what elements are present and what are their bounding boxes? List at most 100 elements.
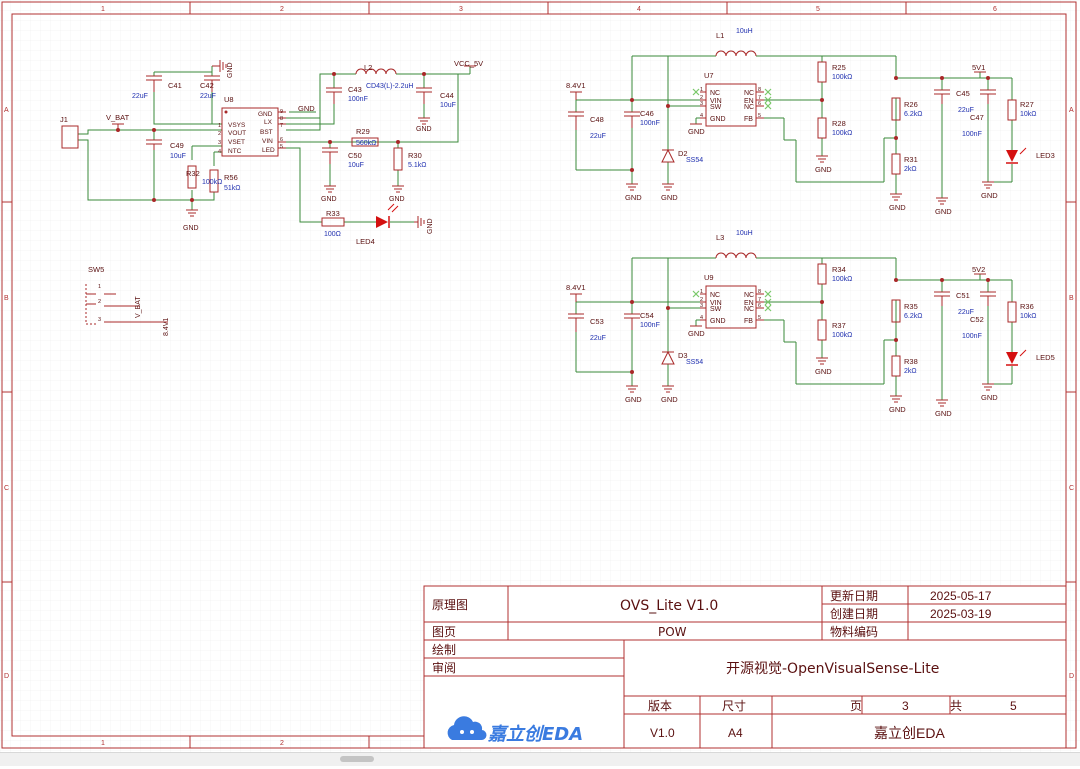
gnd-label: GND xyxy=(935,207,952,216)
pin-name: EN xyxy=(744,98,754,105)
pin-name: VSET xyxy=(228,139,245,146)
ref-rb: R28 xyxy=(832,119,846,128)
resistor[interactable] xyxy=(891,153,901,175)
ic-u8[interactable] xyxy=(221,107,279,157)
gnd-label: GND xyxy=(625,395,642,404)
resistor[interactable] xyxy=(817,319,827,341)
resistor-r29[interactable] xyxy=(351,137,379,147)
row-label: D xyxy=(1069,673,1074,680)
val-cb: 100nF xyxy=(640,322,660,329)
net-output: 5V1 xyxy=(972,63,985,72)
ref-ic: U9 xyxy=(704,273,714,282)
resistor[interactable] xyxy=(817,117,827,139)
led-led4[interactable] xyxy=(376,203,399,228)
resistor-r56[interactable] xyxy=(209,169,219,193)
horizontal-scrollbar[interactable] xyxy=(0,752,1080,766)
tb-label-schematic: 原理图 xyxy=(432,598,468,612)
connector-j1[interactable] xyxy=(61,125,79,149)
inductor[interactable] xyxy=(715,50,757,57)
val-cd: 100nF xyxy=(962,131,982,138)
ref-r30: R30 xyxy=(408,151,422,160)
pin-num: 3 xyxy=(218,140,221,146)
resistor[interactable] xyxy=(1007,99,1017,121)
pin-num: 7 xyxy=(758,297,761,303)
ref-rd: R38 xyxy=(904,357,918,366)
boost-symbols xyxy=(568,252,1017,377)
pin-num: 8 xyxy=(758,289,761,295)
resistor[interactable] xyxy=(891,355,901,377)
tb-label-material: 物料编码 xyxy=(830,624,878,639)
gnd-label: GND xyxy=(389,196,405,203)
gnd-label: GND xyxy=(981,393,998,402)
pin-num: 3 xyxy=(700,303,703,309)
ref-led4: LED4 xyxy=(356,237,375,246)
gnd-label: GND xyxy=(661,395,678,404)
val-inductor: 10uH xyxy=(736,230,753,237)
ref-c44: C44 xyxy=(440,91,454,100)
pin-name: SW xyxy=(710,104,722,111)
junctions xyxy=(630,76,990,172)
val-cc: 22uF xyxy=(958,309,974,316)
pin-num: 3 xyxy=(700,101,703,107)
resistor-r33[interactable] xyxy=(321,217,345,227)
inductor-l2[interactable] xyxy=(355,68,397,75)
val-r32: 100kΩ xyxy=(202,179,222,186)
val-c42: 22uF xyxy=(200,93,216,100)
resistor[interactable] xyxy=(891,299,901,323)
pin-num: 9 xyxy=(280,109,283,115)
net-gnd-rot: GND xyxy=(427,218,434,234)
val-ra: 100kΩ xyxy=(832,276,852,283)
resistor-r30[interactable] xyxy=(393,147,403,171)
pin-num: 7 xyxy=(280,123,283,129)
tb-label-total: 共 xyxy=(950,699,962,713)
net-vbat-sw: V_BAT xyxy=(135,296,142,318)
ic-u7[interactable] xyxy=(705,83,757,127)
pin-num: 8 xyxy=(758,87,761,93)
gnd-symbols xyxy=(186,60,430,228)
ref-j1: J1 xyxy=(60,115,68,124)
pin-name: NC xyxy=(744,292,754,299)
boost-wires xyxy=(575,55,1013,198)
ic-u9[interactable] xyxy=(705,285,757,329)
resistor[interactable] xyxy=(817,61,827,83)
gnd-symbol xyxy=(936,197,948,205)
val-re: 10kΩ xyxy=(1020,313,1037,320)
resistor[interactable] xyxy=(891,97,901,121)
tb-description: 开源视觉-OpenVisualSense-Lite xyxy=(726,661,939,677)
inductor[interactable] xyxy=(715,252,757,259)
val-l2: CD43(L)-2.2uH xyxy=(366,83,413,90)
val-ca: 22uF xyxy=(590,133,606,140)
charger-wires xyxy=(78,66,471,223)
gnd-symbol xyxy=(936,399,948,407)
pin-name: BST xyxy=(260,129,273,136)
pin-name: VIN xyxy=(262,138,273,145)
resistor-r32[interactable] xyxy=(187,165,197,189)
scrollbar-thumb[interactable] xyxy=(340,756,374,762)
tb-label-version: 版本 xyxy=(648,699,672,713)
led-led3[interactable] xyxy=(1006,147,1027,164)
gnd-label: GND xyxy=(625,193,642,202)
pin-name: GND xyxy=(258,111,273,118)
val-rd: 2kΩ xyxy=(904,166,917,173)
val-c43: 100nF xyxy=(348,96,368,103)
pin-num: 6 xyxy=(280,137,283,143)
gnd-label: GND xyxy=(688,127,705,136)
ref-cc: C45 xyxy=(956,89,970,98)
row-label: D xyxy=(4,673,9,680)
tb-label-page: 图页 xyxy=(432,625,456,639)
led-led5[interactable] xyxy=(1006,349,1027,366)
val-c49: 10uF xyxy=(170,153,186,160)
resistor[interactable] xyxy=(1007,301,1017,323)
pin-name: FB xyxy=(744,116,753,123)
pin-num: 5 xyxy=(758,113,761,119)
val-diode: SS54 xyxy=(686,359,703,366)
gnd-symbol xyxy=(890,395,902,403)
col-label: 2 xyxy=(280,6,284,13)
pin-name: GND xyxy=(710,116,726,123)
junctions xyxy=(630,278,990,374)
net-vbat: V_BAT xyxy=(106,113,130,122)
gnd-symbol xyxy=(982,181,994,189)
resistor[interactable] xyxy=(817,263,827,285)
